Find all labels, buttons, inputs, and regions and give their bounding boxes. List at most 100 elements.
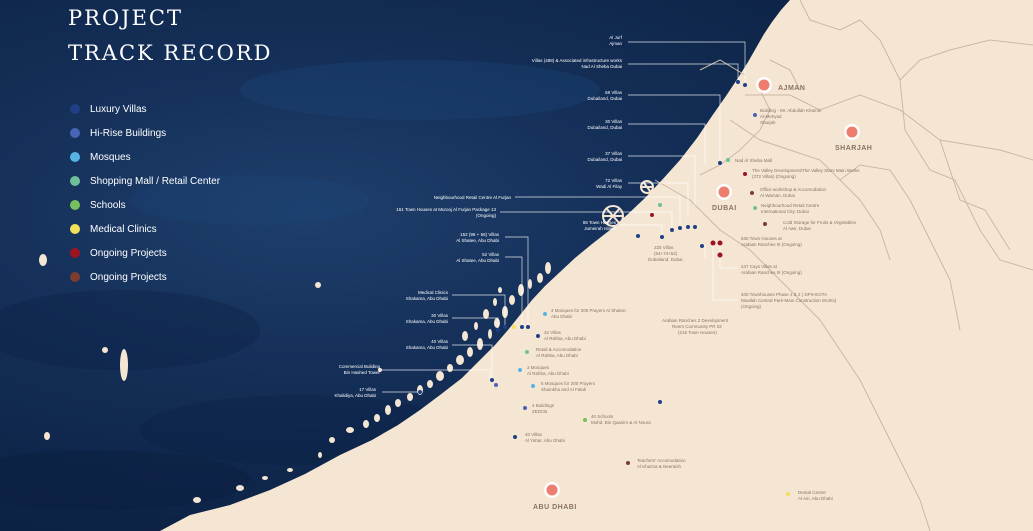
page-title-line-1: PROJECT bbox=[68, 6, 183, 30]
project-dot bbox=[626, 461, 630, 465]
project-dot bbox=[658, 203, 662, 207]
project-label: 52 Villas bbox=[482, 252, 500, 257]
project-label: 68 Villas bbox=[605, 90, 623, 95]
project-label: Sharjah bbox=[760, 120, 776, 125]
project-label: 225 Villas bbox=[654, 245, 674, 250]
city-label-sharjah: SHARJAH bbox=[835, 145, 872, 152]
legend-label: Ongoing Projects bbox=[90, 247, 167, 259]
project-label: 400 Townhouses Phase 1 & 2 ( DPS-EOTA bbox=[741, 292, 827, 297]
project-label: 40 Villas bbox=[431, 339, 449, 344]
project-label: Al Awir, Dubai bbox=[783, 226, 811, 231]
project-label: Ajman bbox=[609, 41, 622, 46]
project-label: 72 Villas bbox=[605, 178, 623, 183]
project-label: (Ongoing) bbox=[476, 213, 497, 218]
legend-marker-icon bbox=[70, 248, 80, 258]
project-label: Khalidiya, Abu Dhabi bbox=[334, 393, 376, 398]
mainland bbox=[160, 0, 1033, 531]
project-dot bbox=[743, 172, 747, 176]
project-dot bbox=[736, 80, 740, 84]
project-label: Al Rahba, Abu Dhabi bbox=[536, 353, 578, 358]
project-label: International City, Dubai bbox=[761, 209, 809, 214]
project-dot bbox=[543, 312, 547, 316]
project-label: Al Jurf bbox=[609, 35, 623, 40]
project-label: Teachers' Accomodation bbox=[637, 458, 686, 463]
legend-item: Luxury Villas bbox=[70, 97, 220, 121]
project-label: Neighbourhood Retail Centre Al Furjan bbox=[434, 195, 512, 200]
legend-marker-icon bbox=[70, 272, 80, 282]
project-dot bbox=[763, 222, 767, 226]
project-dot bbox=[418, 390, 422, 394]
project-label: ZEDCB bbox=[532, 409, 547, 414]
project-label: Muallah Central Park-Main Construction W… bbox=[741, 298, 837, 303]
project-label: Shakama, Abu Dhabi bbox=[406, 296, 448, 301]
legend-label: Schools bbox=[90, 199, 126, 211]
legend-marker-icon bbox=[70, 200, 80, 210]
islands bbox=[39, 254, 551, 503]
project-dot bbox=[503, 325, 507, 329]
project-label: 4 Mosques for 200 Prayers Al Shatee, bbox=[551, 308, 627, 313]
project-label: 40 Villas bbox=[525, 432, 543, 437]
page-title-line-2: TRACK RECORD bbox=[68, 41, 273, 65]
project-labels-left: Al Jurf Ajman Villas (488) & Associated … bbox=[334, 35, 622, 398]
project-label: Bin Hashed Tower bbox=[344, 370, 381, 375]
project-label: Nad Al Sheba Dubai bbox=[581, 64, 622, 69]
project-label: Mohd. Bin Qaasim & Al Noura bbox=[591, 420, 651, 425]
legend-item: Ongoing Projects bbox=[70, 265, 220, 289]
project-label: Arabian Ranches 2 Development bbox=[662, 318, 729, 323]
project-label: 32 Villas bbox=[544, 330, 562, 335]
project-label: Shakama, Abu Dhabi bbox=[406, 345, 448, 350]
project-label: Al Rahba, Abu Dhabi bbox=[544, 336, 586, 341]
project-label: 40 Schools bbox=[591, 414, 614, 419]
project-dot bbox=[496, 328, 500, 332]
project-label: 5 Mosques for 200 Prayers bbox=[541, 381, 596, 386]
project-label: Arabian Ranches III (Ongoing) bbox=[741, 242, 802, 247]
project-label: Cold Storage for Fruits & Vegetables bbox=[783, 220, 857, 225]
project-dot bbox=[700, 244, 704, 248]
project-dot bbox=[686, 225, 690, 229]
project-label: 161 Town Houses at Murooj Al Furjan Pack… bbox=[396, 207, 496, 212]
legend-label: Ongoing Projects bbox=[90, 271, 167, 283]
project-label: Dubailand, Dubai bbox=[587, 157, 622, 162]
project-label: Al Warsan, Dubai bbox=[760, 193, 795, 198]
project-label: Al Yahar, Abu Dhabi bbox=[525, 438, 565, 443]
project-dot bbox=[750, 191, 754, 195]
project-dot bbox=[513, 435, 517, 439]
legend-item: Medical Clinics bbox=[70, 217, 220, 241]
project-dot bbox=[650, 213, 654, 217]
legend-label: Shopping Mall / Retail Center bbox=[90, 175, 221, 187]
legend-item: Hi-Rise Buildings bbox=[70, 121, 220, 145]
legend-marker-icon bbox=[70, 176, 80, 186]
city-markers bbox=[544, 77, 860, 498]
legend-marker-icon bbox=[70, 104, 80, 114]
project-dot bbox=[525, 350, 529, 354]
project-label: Shakama, Abu Dhabi bbox=[406, 319, 448, 324]
project-dot bbox=[753, 206, 757, 210]
project-dot bbox=[743, 83, 747, 87]
project-label: Office workshop & Accomodation bbox=[760, 187, 826, 192]
project-label: 17 Villas bbox=[359, 387, 377, 392]
project-label: Villas (488) & Associated infrastructure… bbox=[532, 58, 623, 63]
project-label: Dubailand, Dubai bbox=[648, 257, 683, 262]
city-label-abu-dhabi: ABU DHABI bbox=[533, 504, 577, 511]
project-label: The Valley Development/The Valley Stars … bbox=[752, 168, 860, 173]
project-label: Al Khazna & Neeraish bbox=[637, 464, 682, 469]
legend-item: Shopping Mall / Retail Center bbox=[70, 169, 220, 193]
project-label: Neighbourhood Retail Centre bbox=[761, 203, 820, 208]
project-dot bbox=[717, 252, 723, 258]
project-label: Building - Mr. Abdullah Khamis bbox=[760, 108, 822, 113]
project-label: Al Ain, Abu Dhabi bbox=[798, 496, 833, 501]
project-label: 4 Buildings bbox=[532, 403, 555, 408]
project-dot bbox=[520, 325, 524, 329]
project-label: Wadi Al Filay bbox=[596, 184, 623, 189]
project-label: Commercial Building bbox=[339, 364, 381, 369]
legend-marker-icon bbox=[70, 128, 80, 138]
project-dot bbox=[693, 225, 697, 229]
project-label: Al Rahba, Abu Dhabi bbox=[527, 371, 569, 376]
project-label: Dental Centre bbox=[798, 490, 826, 495]
project-dot bbox=[512, 325, 516, 329]
project-dot bbox=[531, 384, 535, 388]
project-label: Medical Clinics bbox=[418, 290, 449, 295]
